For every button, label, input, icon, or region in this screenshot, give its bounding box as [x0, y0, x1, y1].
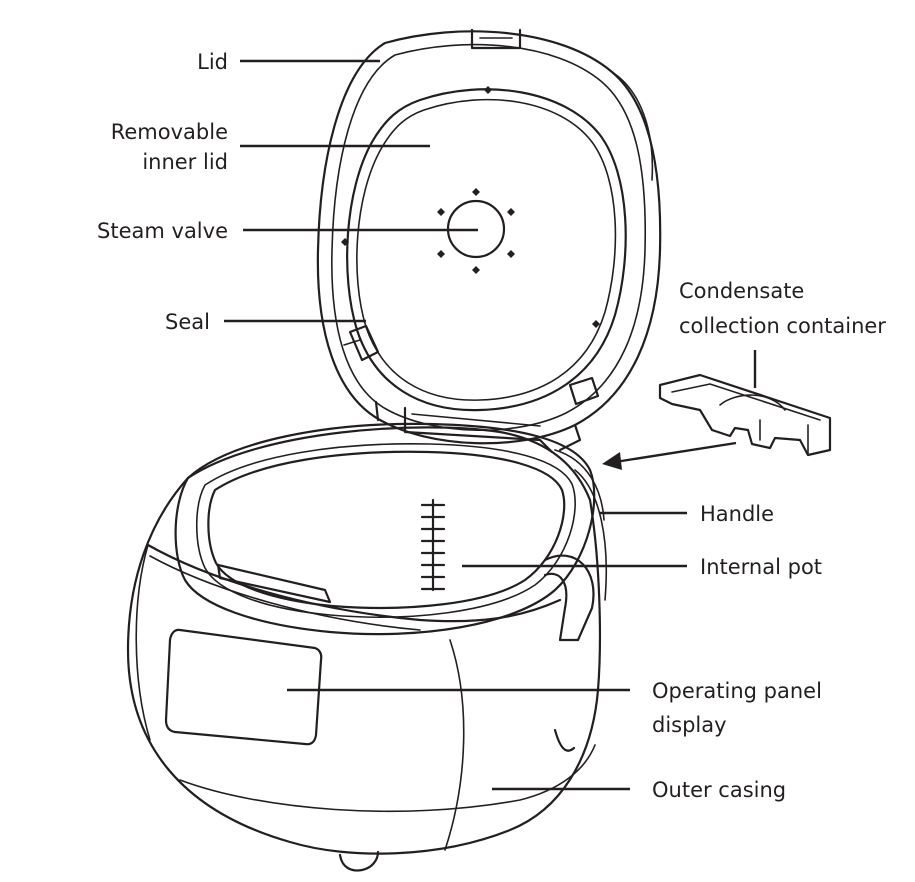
label-panel-line1: Operating panel — [652, 679, 822, 703]
label-internal-pot: Internal pot — [700, 555, 822, 579]
label-outer-casing: Outer casing — [652, 778, 786, 802]
arrow-condensate-head — [602, 452, 622, 470]
arrow-condensate-shaft — [614, 441, 737, 464]
label-inner-lid-line2: inner lid — [142, 150, 228, 174]
label-handle: Handle — [700, 502, 774, 526]
label-inner-lid-line1: Removable — [111, 120, 228, 144]
body-drawing — [126, 422, 608, 872]
condensate-container-drawing — [658, 373, 832, 457]
label-steam-valve: Steam valve — [97, 219, 228, 243]
leader-lines — [224, 59, 757, 791]
label-condensate-line1: Condensate — [679, 279, 804, 303]
labels: Lid Removable inner lid Steam valve Seal… — [97, 50, 886, 802]
label-lid: Lid — [197, 50, 228, 74]
label-seal: Seal — [165, 310, 210, 334]
lid-drawing — [316, 28, 662, 454]
label-panel-line2: display — [652, 713, 727, 737]
label-condensate-line2: collection container — [679, 314, 886, 338]
